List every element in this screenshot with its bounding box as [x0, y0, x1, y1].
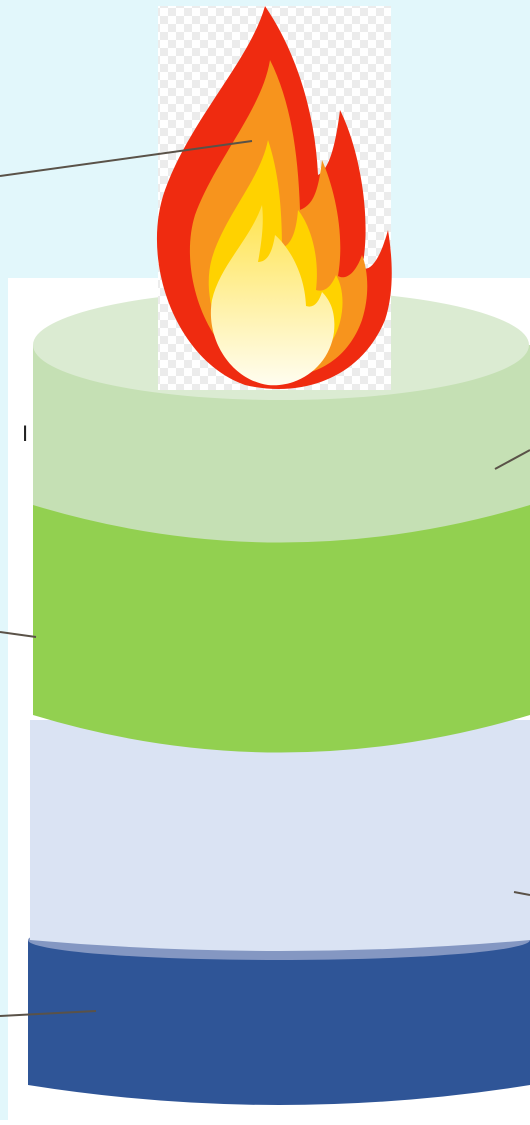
layer-clear: [30, 720, 530, 951]
flame-icon: [157, 6, 392, 390]
stray-text-mark: I: [22, 423, 28, 445]
